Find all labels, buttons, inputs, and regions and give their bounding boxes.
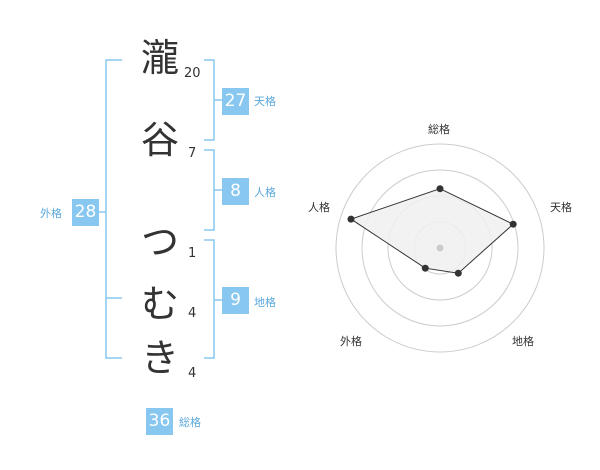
tenkaku-label: 天格 — [254, 95, 276, 108]
radar-label-jinkaku: 人格 — [308, 201, 330, 214]
name-char-4: む — [140, 282, 179, 326]
gaikaku-value: 28 — [72, 199, 99, 226]
radar-point-4 — [421, 264, 429, 272]
stroke-count-3: 1 — [188, 246, 197, 261]
radar-center-dot — [436, 244, 444, 252]
radar-polygon — [349, 188, 515, 274]
soukaku-label: 総格 — [179, 416, 201, 429]
radar-label-tenkaku: 天格 — [550, 201, 572, 214]
jinkaku-value: 8 — [222, 178, 249, 205]
stroke-count-5: 4 — [188, 366, 197, 381]
name-char-1: 瀧 — [140, 36, 179, 80]
radar-label-chikaku: 地格 — [512, 335, 534, 348]
radar-point-3 — [454, 269, 462, 277]
chikaku-value: 9 — [222, 287, 249, 314]
stroke-count-2: 7 — [188, 146, 197, 161]
name-char-3: つ — [140, 220, 179, 264]
gaikaku-label: 外格 — [40, 207, 62, 220]
radar-ring-4 — [335, 143, 545, 353]
radar-ring-3 — [361, 169, 519, 327]
tenkaku-value: 27 — [222, 88, 249, 115]
radar-label-soukaku: 総格 — [428, 123, 450, 136]
name-char-5: き — [140, 336, 179, 380]
brackets — [94, 59, 222, 359]
jinkaku-label: 人格 — [254, 186, 276, 199]
tenkaku-bracket — [204, 59, 215, 141]
jinkaku-bracket — [204, 149, 215, 231]
chikaku-label: 地格 — [254, 296, 276, 309]
gaikaku-bracket — [105, 59, 122, 359]
stroke-count-1: 20 — [184, 66, 201, 81]
radar-point-2 — [509, 220, 517, 228]
radar-label-gaikaku: 外格 — [340, 335, 362, 348]
radar-point-1 — [436, 185, 444, 193]
stroke-count-4: 4 — [188, 306, 197, 321]
name-char-2: 谷 — [140, 118, 179, 162]
radar-chart — [335, 143, 545, 353]
soukaku-value: 36 — [146, 408, 173, 435]
radar-point-5 — [347, 215, 355, 223]
chikaku-bracket — [204, 239, 215, 359]
